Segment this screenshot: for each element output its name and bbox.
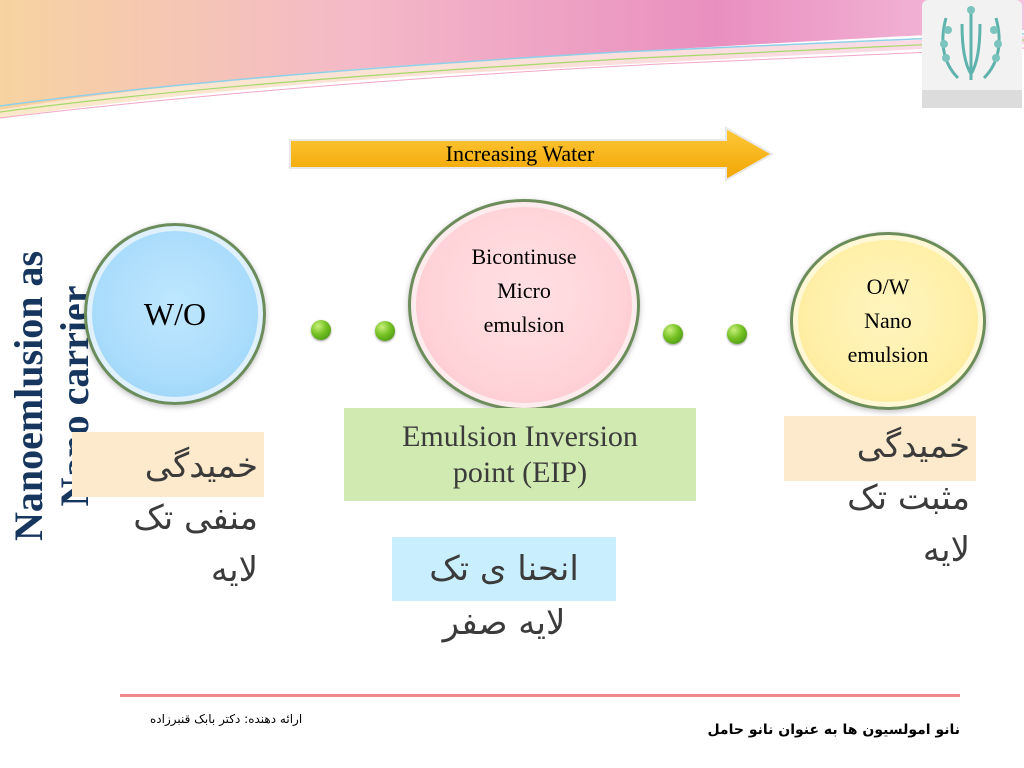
negative-curvature-line-2: منفی تک <box>133 498 258 538</box>
footer-topic: نانو امولسیون ها به عنوان نانو حامل <box>707 722 960 738</box>
university-emblem-icon <box>922 0 1022 108</box>
footer-presenter: ارائه دهنده: دکتر بابک قنبرزاده <box>150 712 303 726</box>
negative-curvature-text: خمیدگی منفی تک لایه <box>80 440 258 596</box>
positive-curvature-line-3: لایه <box>922 530 970 570</box>
wo-label: W/O <box>143 296 207 332</box>
zero-curvature-line-2: لایه صفر <box>442 603 566 643</box>
positive-curvature-line-1: خمیدگی <box>856 426 970 466</box>
wo-emulsion-circle: W/O <box>84 223 266 405</box>
negative-curvature-line-1: خمیدگی <box>144 446 258 486</box>
connector-dot <box>375 321 395 341</box>
bicontinuous-label-line-1: Bicontinuse <box>471 244 577 269</box>
footer-divider <box>120 694 960 697</box>
connector-dot <box>311 320 331 340</box>
header-decoration <box>0 0 1024 119</box>
eip-line-1: Emulsion Inversion <box>402 419 638 453</box>
increasing-water-arrow <box>288 124 776 184</box>
ow-label-line-2: Nano <box>864 308 912 333</box>
eip-line-2: point (EIP) <box>452 455 588 489</box>
ow-label-line-1: O/W <box>866 274 910 299</box>
zero-curvature-line-1: انحنا ی تک <box>429 549 579 589</box>
zero-curvature-text: انحنا ی تک لایه صفر <box>398 542 610 650</box>
negative-curvature-line-3: لایه <box>210 550 258 590</box>
connector-dot <box>727 324 747 344</box>
positive-curvature-highlight <box>784 416 976 481</box>
ow-label-line-3: emulsion <box>847 342 929 367</box>
bicontinuous-label-line-2: Micro <box>497 278 551 303</box>
zero-curvature-highlight <box>392 537 616 601</box>
emulsion-inversion-point-box: Emulsion Inversion point (EIP) <box>344 408 696 501</box>
ow-nanoemulsion-circle: O/W Nano emulsion <box>790 232 986 410</box>
bicontinuous-microemulsion-circle: Bicontinuse Micro emulsion <box>408 199 640 411</box>
negative-curvature-highlight <box>72 432 264 497</box>
connector-dot <box>663 324 683 344</box>
bicontinuous-label-line-3: emulsion <box>483 312 565 337</box>
positive-curvature-text: خمیدگی مثبت تک لایه <box>790 420 970 576</box>
arrow-label: Increasing Water <box>445 141 595 166</box>
positive-curvature-line-2: مثبت تک <box>847 478 970 518</box>
title-line-1: Nanoemlusion as <box>6 250 51 542</box>
